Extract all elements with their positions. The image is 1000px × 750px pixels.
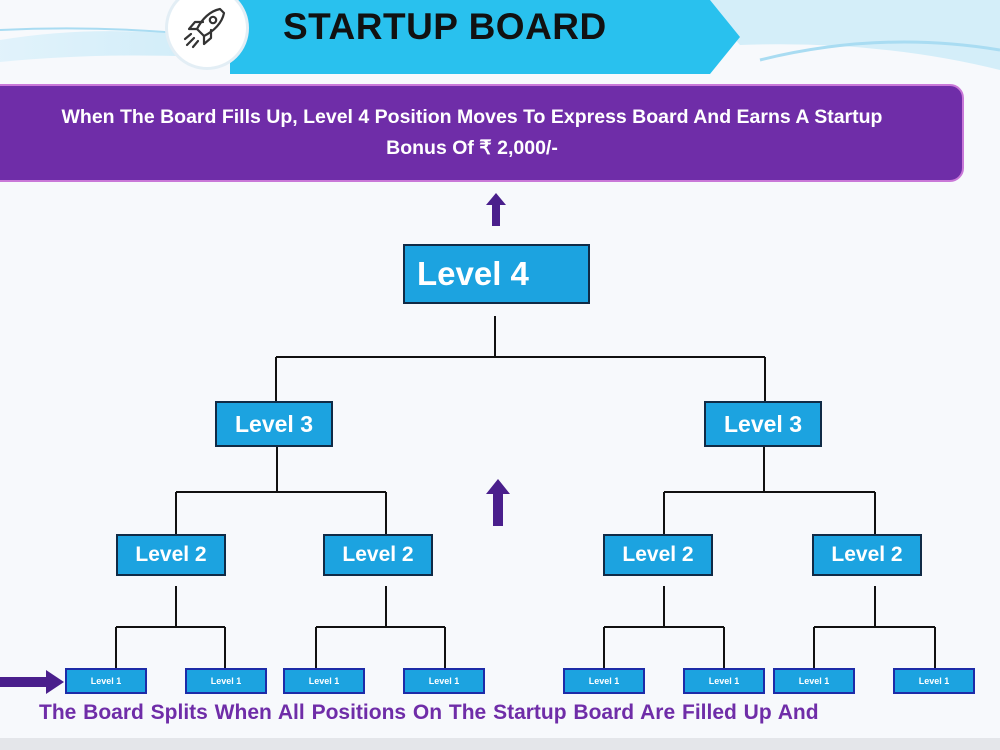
node-level-2-2: Level 2: [323, 534, 433, 576]
node-level-1-1: Level 1: [65, 668, 147, 694]
node-level-2-1: Level 2: [116, 534, 226, 576]
node-level-3-right: Level 3: [704, 401, 822, 447]
node-level-1-3: Level 1: [283, 668, 365, 694]
node-level-2-3: Level 2: [603, 534, 713, 576]
connector-l2-2: [315, 586, 446, 668]
banner-line-2: Bonus Of ₹ 2,000/-: [386, 137, 558, 159]
node-level-1-5: Level 1: [563, 668, 645, 694]
connector-l2-3: [603, 586, 725, 668]
rocket-icon: [183, 7, 226, 49]
page-title: STARTUP BOARD: [283, 6, 607, 47]
banner-line-1: When The Board Fills Up, Level 4 Positio…: [61, 106, 883, 128]
up-arrow-icon: [486, 193, 506, 226]
connector-l2-4: [813, 586, 936, 668]
connector-l4: [275, 316, 766, 401]
node-level-1-7: Level 1: [773, 668, 855, 694]
up-arrow-icon-middle: [486, 479, 510, 526]
node-level-3-left: Level 3: [215, 401, 333, 447]
rocket-badge: [165, 0, 249, 70]
connector-l3-right: [663, 447, 876, 534]
node-level-4: Level 4: [403, 244, 590, 304]
bottom-strip: [0, 738, 1000, 750]
node-level-2-4: Level 2: [812, 534, 922, 576]
node-level-1-4: Level 1: [403, 668, 485, 694]
node-level-1-8: Level 1: [893, 668, 975, 694]
connector-l3-left: [175, 447, 387, 534]
node-level-1-6: Level 1: [683, 668, 765, 694]
bonus-banner: When The Board Fills Up, Level 4 Positio…: [0, 84, 964, 182]
node-level-1-2: Level 1: [185, 668, 267, 694]
footer-caption: The Board Splits When All Positions On T…: [39, 701, 819, 724]
connector-l2-1: [115, 586, 226, 668]
right-arrow-icon: [0, 670, 64, 694]
